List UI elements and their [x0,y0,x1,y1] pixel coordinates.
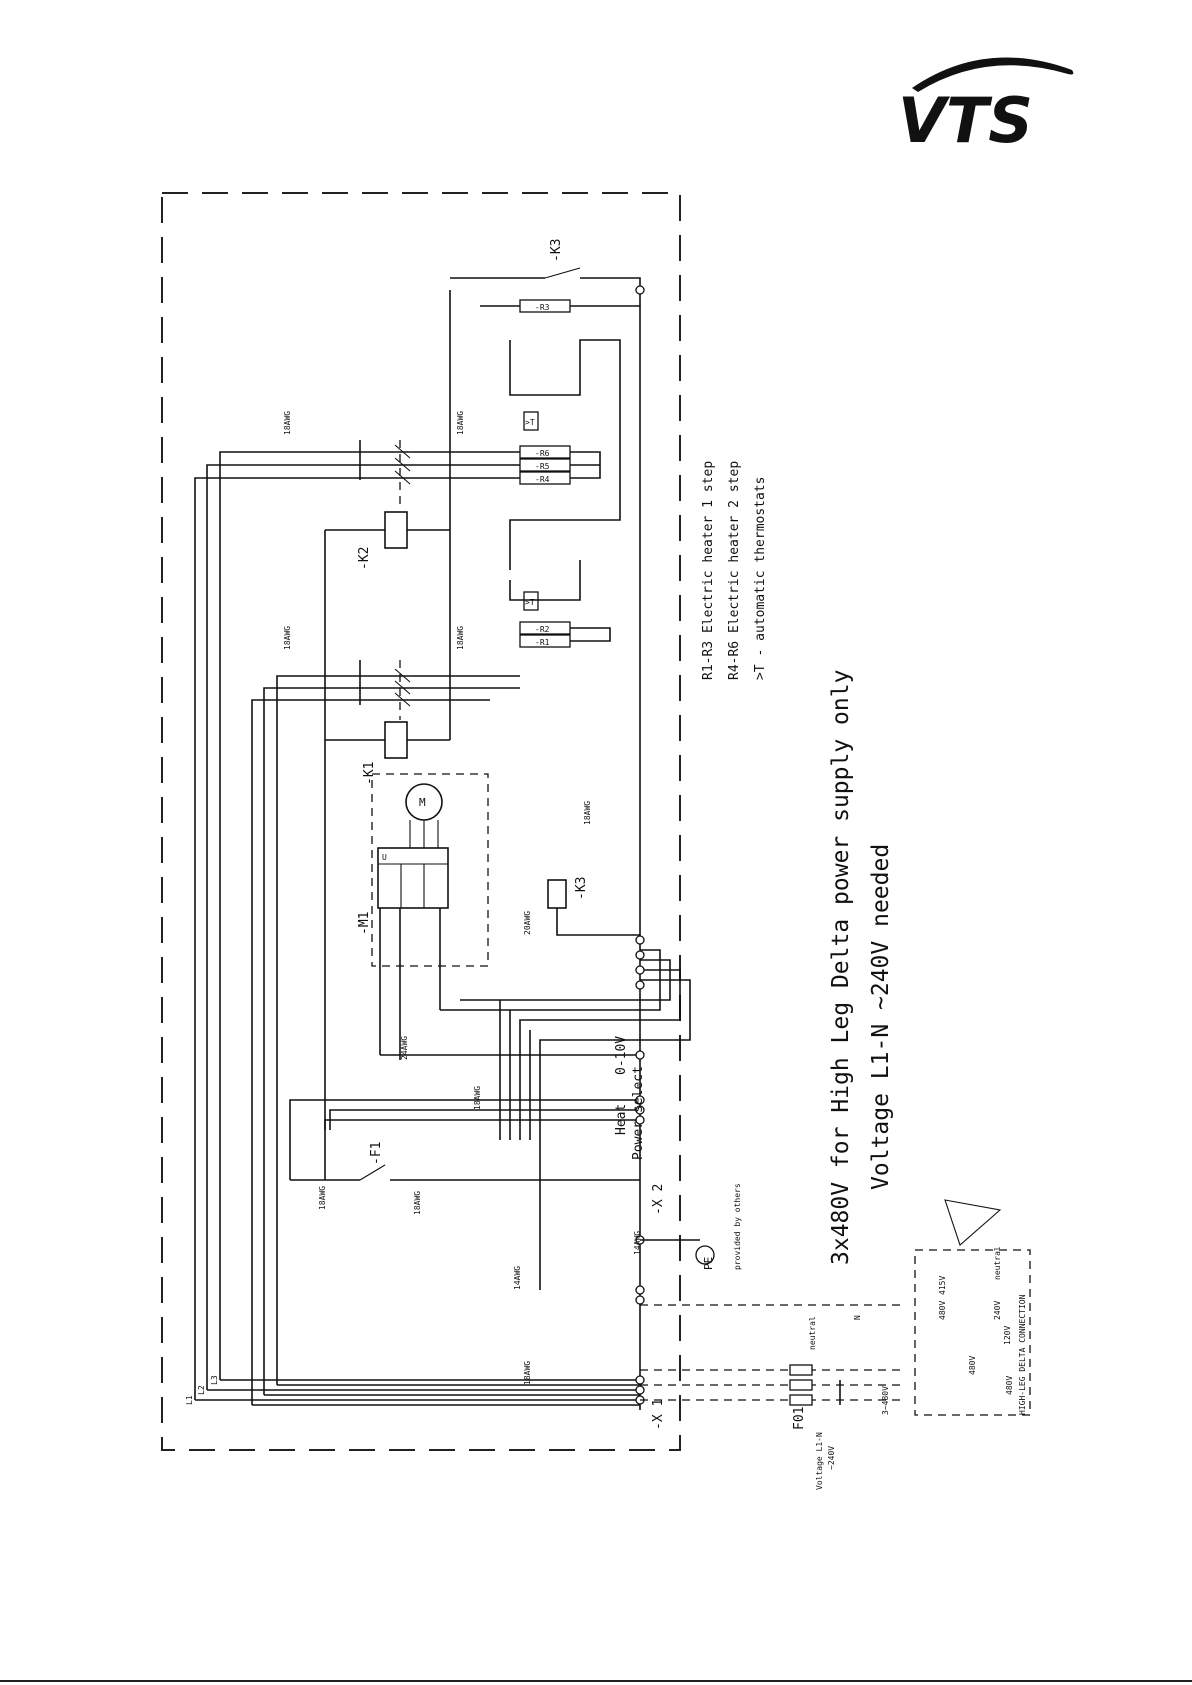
contactor-k1: -K1 [325,660,520,785]
thermostat-2: >T [525,418,535,427]
title-line-1: 3x480V for High Leg Delta power supply o… [828,670,854,1265]
v480c-label: 480V [1005,1376,1014,1395]
awg-label-11: 14AWG [633,1231,642,1255]
r3-label: -R3 [535,303,550,312]
bus-l2: L2 [197,1385,206,1395]
v120-label: 120V [1003,1326,1012,1345]
switch-k3-top: -K3 [450,239,645,306]
neutral-label-2: neutral [993,1246,1002,1280]
control-wiring [440,949,691,1290]
x1-label: -X 1 [651,1399,666,1430]
awg-label-9: 14AWG [513,1266,522,1290]
v480a-label: 480V [938,1301,947,1320]
motor-label: M [419,796,426,809]
vts-logo: VTS [898,57,1074,155]
legend-item-1: R1-R3 Electric heater 1 step [701,461,716,680]
motor-inverter: U M -M1 [357,773,640,1060]
voltage-l1n-line1: Voltage L1-N [815,1432,824,1490]
legend: R1-R3 Electric heater 1 step R4-R6 Elect… [701,461,768,680]
legend-item-2: R4-R6 Electric heater 2 step [727,461,742,680]
k3-top-label: -K3 [549,239,564,262]
m1-label: -M1 [357,912,372,935]
title-block: 3x480V for High Leg Delta power supply o… [828,670,894,1265]
awg-label-4: 18AWG [456,626,465,650]
x2-label: -X 2 [651,1184,666,1215]
awg-label-2: 18AWG [283,626,292,650]
neutral-label: neutral [808,1316,817,1350]
zero-ten-label: 0-10V [614,1036,629,1075]
three-phase-label: 3~480V [881,1386,890,1415]
awg-label-6: 20AWG [523,911,532,935]
thermostat-1: >T [525,598,535,607]
u-label: U [382,853,387,862]
high-leg-label: HIGH-LEG DELTA CONNECTION [1018,1294,1027,1415]
r1-label: -R1 [535,638,550,647]
awg-label-3: 18AWG [456,411,465,435]
legend-item-3: >T - automatic thermostats [753,477,768,681]
awg-label-12: 18AWG [318,1186,327,1210]
awg-label-13: 18AWG [413,1191,422,1215]
r6-label: -R6 [535,449,550,458]
contactor-k2: -K2 [325,440,520,570]
awg-label-5: 18AWG [583,801,592,825]
bus-l1: L1 [185,1395,194,1405]
r4-label: -R4 [535,475,550,484]
pe-label: PE [702,1257,715,1270]
footer-rule [0,1680,1192,1682]
awg-label-10: 18AWG [523,1361,532,1385]
r2-label: -R2 [535,625,550,634]
f01-label: F01 [792,1407,807,1430]
breaker-f1: -F1 [290,1142,640,1181]
v415-label: 415V [938,1276,947,1295]
k3-label: -K3 [574,877,589,900]
supply-n: N [853,1315,862,1320]
supply-bus [194,451,640,1406]
f1-label: -F1 [369,1142,384,1165]
annotations: Heat Power select 0-10V provided by othe… [185,411,1014,1490]
provided-label: provided by others [733,1183,742,1270]
bus-l3: L3 [210,1375,219,1385]
heater-bank-2: -R6 -R5 -R4 >T [509,339,621,570]
external-supply: F01 HIGH-LEG DELTA CONNECTION [640,1199,1031,1430]
awg-label-8: 18AWG [473,1086,482,1110]
k2-label: -K2 [357,547,372,570]
heat-label: Heat [614,1104,629,1135]
logo-text: VTS [898,84,1033,155]
terminal-strip: -X 1 -X 2 [635,930,666,1430]
v480b-label: 480V [968,1356,977,1375]
v240-label: 240V [993,1301,1002,1320]
awg-label-7: 24AWG [400,1036,409,1060]
k1-label: -K1 [362,762,377,785]
enclosure-frame [161,192,681,1451]
protective-earth: PE [640,1239,715,1270]
power-select-label: Power select [631,1066,646,1160]
r5-label: -R5 [535,462,550,471]
voltage-l1n-line2: ~240V [827,1446,836,1470]
awg-label-1: 18AWG [283,411,292,435]
relay-k3: -K3 [547,877,640,936]
title-line-2: Voltage L1-N ~240V needed [868,844,894,1190]
